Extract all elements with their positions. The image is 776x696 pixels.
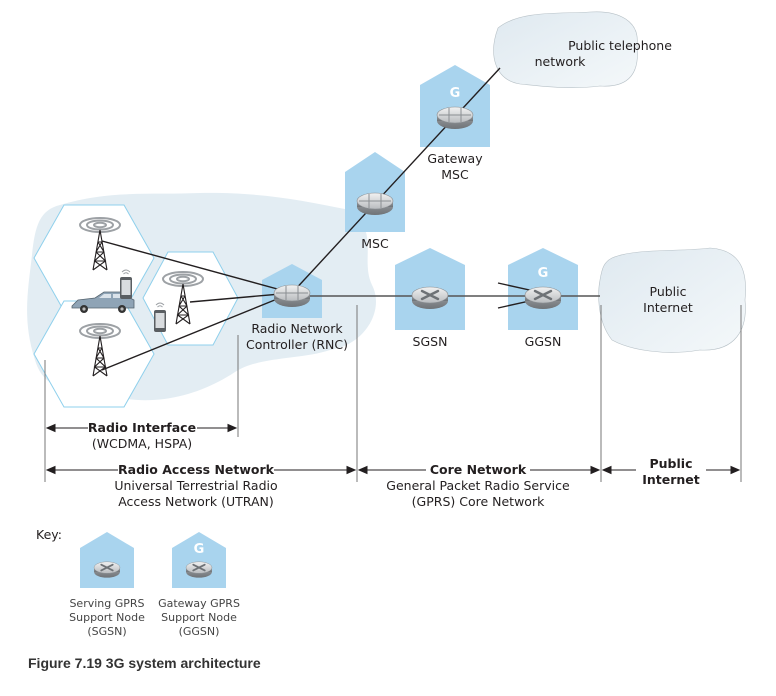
core-network-sub-line1: General Packet Radio Service [386, 478, 570, 493]
ggsn-label: GGSN [525, 334, 562, 349]
msc-house [345, 152, 405, 232]
rnc-label-line2: Controller (RNC) [246, 337, 348, 352]
internet-label-line2: Internet [643, 300, 693, 315]
ran-sub-line2: Access Network (UTRAN) [118, 494, 274, 509]
key-sgsn-line1: Serving GPRS [69, 597, 144, 610]
link-rnc-msc-gateway-pstn [291, 67, 501, 294]
key-ggsn-house [172, 532, 226, 588]
radio-interface-title: Radio Interface [88, 420, 196, 435]
span-arrows [45, 423, 741, 475]
public-internet-span-line2: Internet [642, 472, 700, 487]
sgsn-router-icon [410, 285, 450, 311]
span-boundaries [44, 305, 742, 482]
gateway-msc-router-icon [436, 106, 474, 130]
public-telephone-network-cloud [493, 11, 638, 89]
public-internet-span-line1: Public [650, 456, 693, 471]
sgsn-label: SGSN [413, 334, 448, 349]
key-sgsn-line2: Support Node [69, 611, 145, 624]
rnc-router-icon [273, 284, 311, 308]
gateway-msc-house [420, 65, 490, 147]
link-tower3-rnc [101, 292, 293, 371]
gateway-msc-badge: G [450, 86, 461, 101]
link-tower1-rnc [101, 240, 293, 294]
key-sgsn-house [80, 532, 134, 588]
gateway-msc-label-line1: Gateway [427, 151, 483, 166]
gateway-msc-label-line2: MSC [441, 167, 469, 182]
ran-sub-line1: Universal Terrestrial Radio [114, 478, 277, 493]
core-network-title: Core Network [430, 462, 527, 477]
ggsn-badge: G [538, 266, 549, 281]
rnc-label-line1: Radio Network [251, 321, 343, 336]
key-ggsn-line2: Support Node [161, 611, 237, 624]
key-sgsn-router-icon [93, 560, 121, 579]
key-ggsn-router-icon [185, 560, 213, 579]
key-title: Key: [36, 527, 62, 542]
msc-router-icon [356, 192, 394, 216]
key-ggsn-line3: (GGSN) [179, 625, 220, 638]
key-sgsn-line3: (SGSN) [87, 625, 126, 638]
key-ggsn-badge: G [194, 542, 205, 557]
figure-caption: Figure 7.19 3G system architecture [28, 655, 261, 671]
pstn-label-line2: network [535, 54, 587, 69]
key-ggsn-line1: Gateway GPRS [158, 597, 240, 610]
ggsn-router-icon [523, 285, 563, 311]
internet-label-line1: Public [650, 284, 687, 299]
radio-interface-sub: (WCDMA, HSPA) [92, 436, 192, 451]
msc-label: MSC [361, 236, 389, 251]
public-internet-cloud [598, 247, 746, 353]
ran-title: Radio Access Network [118, 462, 275, 477]
pstn-label-line1: Public telephone [568, 38, 672, 53]
core-network-sub-line2: (GPRS) Core Network [412, 494, 545, 509]
